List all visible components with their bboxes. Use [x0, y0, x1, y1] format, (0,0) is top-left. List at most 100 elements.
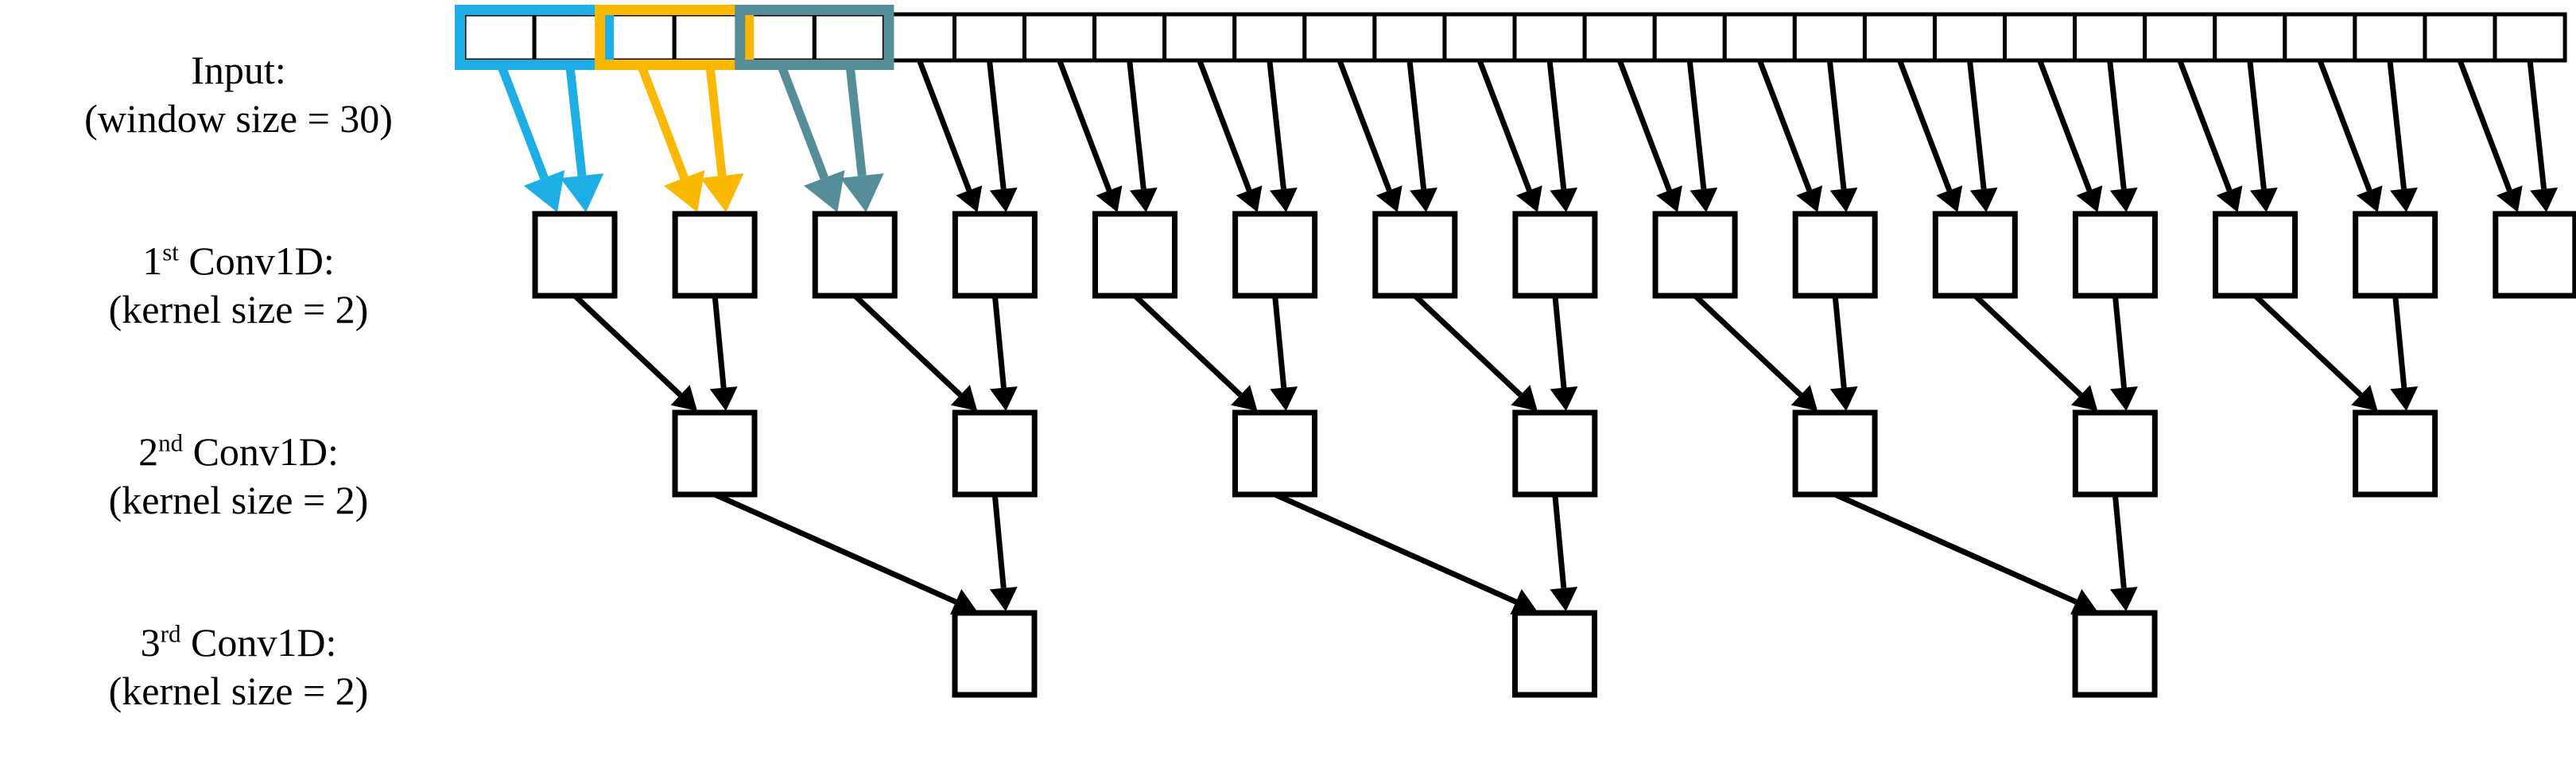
arrow-head	[1690, 187, 1718, 212]
arrow-head	[2530, 187, 2559, 212]
arrow-head	[1550, 187, 1578, 212]
arrow-shaft	[564, 60, 587, 176]
arrow-head	[1129, 187, 1158, 212]
conv1-box	[672, 211, 758, 299]
arrow-shaft	[2317, 59, 2372, 192]
input-cell	[1512, 12, 1587, 63]
arrow-input-to-conv1	[1546, 60, 1578, 212]
arrow-shaft	[1897, 59, 1953, 192]
arrow-input-to-conv1	[840, 60, 884, 212]
arrow-conv2-to-conv3	[713, 491, 977, 615]
arrow-head	[2390, 187, 2418, 212]
arrow-input-to-conv1	[775, 59, 845, 212]
conv1-box	[2213, 211, 2299, 299]
arrow-shaft	[1197, 59, 1252, 192]
conv1-box	[2072, 211, 2158, 299]
input-cell	[532, 12, 607, 63]
arrow-shaft	[635, 59, 689, 180]
arrow-input-to-conv1	[2387, 60, 2418, 212]
conv1-box	[1092, 211, 1178, 299]
arrow-shaft	[1757, 59, 1812, 192]
arrow-input-to-conv1	[1336, 59, 1402, 212]
arrow-shaft	[2527, 60, 2547, 190]
arrow-conv2-to-conv3	[2109, 494, 2138, 611]
arrow-conv1-to-conv2	[1550, 295, 1578, 411]
input-cell	[1232, 12, 1307, 63]
input-cell	[1092, 12, 1167, 63]
arrow-head	[1510, 589, 1538, 615]
arrow-shaft	[2037, 59, 2093, 192]
label-conv1-line1: 1st Conv1D:	[142, 238, 335, 283]
arrow-head	[1796, 185, 1823, 212]
input-cell	[1022, 12, 1097, 63]
arrow-shaft	[991, 494, 1007, 589]
arrow-layer	[495, 59, 2559, 615]
arrow-shaft	[2247, 60, 2267, 190]
arrow-shaft	[2177, 59, 2233, 192]
conv1-box	[1792, 211, 1878, 299]
arrow-input-to-conv1	[1127, 60, 1158, 212]
input-cell	[1862, 12, 1937, 63]
arrow-input-to-conv1	[2317, 59, 2383, 212]
input-cell	[1372, 12, 1447, 63]
arrow-head	[989, 587, 1018, 611]
input-cell	[1932, 12, 2008, 63]
arrow-conv1-to-conv2	[1829, 295, 1858, 411]
arrow-head	[2496, 185, 2523, 212]
conv2-box	[2072, 409, 2158, 498]
arrow-conv1-to-conv2	[572, 293, 697, 411]
label-conv3-line2: (kernel size = 2)	[108, 669, 369, 713]
input-cell	[2493, 12, 2567, 63]
arrow-shaft	[1967, 60, 1987, 190]
arrow-shaft	[495, 59, 549, 180]
arrow-shaft	[775, 59, 828, 180]
conv3-box	[2072, 610, 2158, 698]
arrow-head	[1656, 185, 1682, 212]
arrow-head	[956, 185, 983, 212]
arrow-head	[709, 386, 738, 411]
arrow-shaft	[1832, 295, 1847, 389]
conv-rows-layer	[532, 211, 2576, 698]
arrow-input-to-conv1	[1406, 60, 1437, 212]
arrow-head	[2110, 386, 2138, 411]
arrow-head	[2216, 185, 2243, 212]
input-cell	[812, 12, 886, 63]
arrow-conv1-to-conv2	[990, 295, 1018, 411]
input-cell	[2213, 12, 2287, 63]
arrow-head	[2390, 386, 2419, 411]
arrow-shaft	[991, 295, 1007, 389]
label-input: Input:(window size = 30)	[0, 46, 477, 143]
arrow-input-to-conv1	[495, 59, 565, 212]
input-cell	[2353, 12, 2427, 63]
conv3-box	[1512, 610, 1598, 698]
arrow-shaft	[1274, 491, 1518, 605]
arrow-head	[1375, 185, 1402, 212]
conv1-box	[2493, 211, 2576, 299]
arrow-shaft	[1272, 295, 1287, 389]
label-input-line2: (window size = 30)	[84, 96, 393, 141]
input-cell	[742, 12, 817, 63]
arrow-head	[804, 170, 845, 212]
arrow-input-to-conv1	[635, 59, 705, 212]
arrow-head	[840, 173, 884, 212]
arrow-head	[950, 385, 978, 411]
arrow-head	[1936, 185, 1963, 212]
arrow-head	[1516, 185, 1542, 212]
arrow-head	[663, 170, 705, 212]
arrow-shaft	[1336, 59, 1392, 192]
arrow-input-to-conv1	[700, 60, 744, 212]
input-cell	[882, 12, 956, 63]
arrow-head	[1096, 185, 1123, 212]
arrow-head	[523, 170, 565, 212]
arrow-shaft	[852, 293, 963, 397]
label-conv3: 3rd Conv1D:(kernel size = 2)	[0, 618, 477, 715]
arrow-shaft	[1476, 59, 1532, 192]
arrow-shaft	[987, 60, 1007, 190]
arrow-shaft	[713, 491, 957, 605]
arrow-shaft	[1057, 59, 1112, 192]
arrow-shaft	[704, 60, 727, 176]
conv2-box	[672, 409, 758, 498]
arrow-conv2-to-conv3	[1833, 491, 2098, 615]
arrow-head	[1790, 385, 1818, 411]
label-input-line1: Input:	[191, 48, 286, 92]
